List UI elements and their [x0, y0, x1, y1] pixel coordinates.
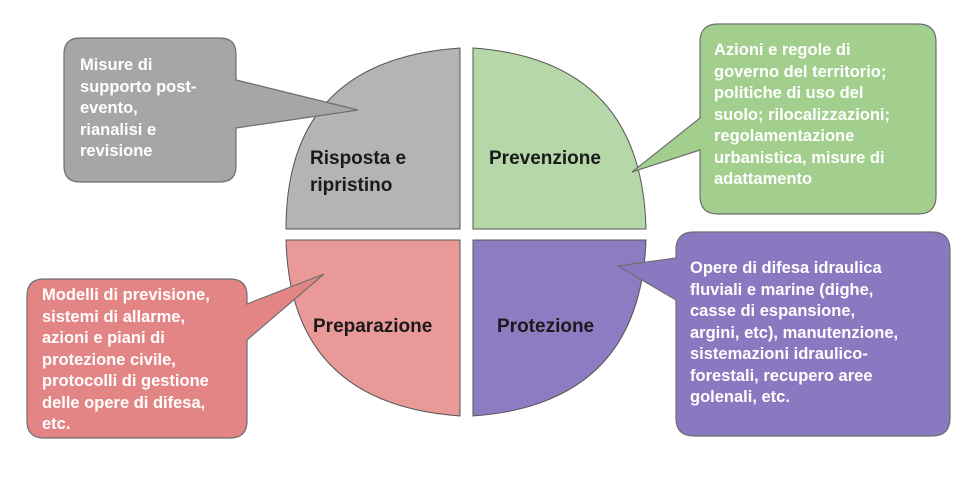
callout-text-prevention: Azioni e regole di governo del territori…	[714, 40, 890, 191]
callout-text-line: regolamentazione	[714, 127, 855, 145]
quadrant-preparation	[285, 239, 461, 417]
callout-text-line: Opere di difesa idraulica	[690, 259, 882, 277]
callout-text-line: Misure di	[80, 56, 153, 74]
callout-text-line: etc.	[42, 415, 71, 433]
callout-text-line: governo del territorio;	[714, 62, 887, 81]
callout-text-line: golenali, etc.	[690, 388, 790, 406]
callout-text-line: rianalisi e	[80, 120, 157, 139]
callout-bubble-preparation	[26, 273, 325, 439]
quadrant-label-preparation: Preparazione	[313, 316, 433, 337]
quadrant-label-response: Risposta e ripristino	[310, 145, 430, 199]
callout-text-line: argini, etc), manutenzione,	[690, 323, 899, 342]
callout-bubble-protection	[616, 231, 951, 437]
callout-text-line: casse di espansione,	[690, 302, 856, 320]
callout-text-line: protezione civile,	[42, 350, 176, 369]
quadrant-prevention	[472, 47, 647, 230]
callout-text-preparation: Modelli di previsione, sistemi di allarm…	[42, 285, 210, 436]
quadrant-response	[285, 47, 461, 230]
callout-text-line: urbanistica, misure di	[714, 148, 885, 167]
callout-text-line: Azioni e regole di	[714, 41, 851, 59]
callout-text-line: revisione	[80, 142, 153, 160]
callout-text-line: politiche di uso del	[714, 84, 864, 102]
quadrant-label-protection: Protezione	[497, 316, 595, 337]
callout-text-line: evento,	[80, 99, 138, 117]
callout-text-line: suolo; rilocalizzazioni;	[714, 105, 891, 124]
callout-text-line: supporto post-	[80, 77, 197, 96]
callout-bubble-response	[63, 37, 359, 183]
callout-text-line: forestali, recupero aree	[690, 366, 873, 385]
quadrant-label-prevention: Prevenzione	[489, 148, 601, 169]
callout-text-line: fluviali e marine (dighe,	[690, 280, 874, 299]
callout-text-line: Modelli di previsione,	[42, 286, 210, 304]
quadrant-label-response-line1: Risposta e	[310, 148, 407, 169]
callout-text-line: sistemi di allarme,	[42, 307, 186, 326]
quadrant-label-response-line2: ripristino	[310, 175, 393, 196]
callout-text-line: sistemazioni idraulico-	[690, 345, 868, 363]
callout-bubble-prevention	[631, 23, 937, 215]
callout-text-line: delle opere di difesa,	[42, 393, 206, 412]
callout-text-line: azioni e piani di	[42, 329, 165, 347]
callout-text-protection: Opere di difesa idraulica fluviali e mar…	[690, 258, 898, 409]
callout-text-response: Misure di supporto post- evento, rianali…	[80, 55, 196, 163]
callout-text-line: adattamento	[714, 170, 813, 188]
callout-text-line: protocolli di gestione	[42, 372, 209, 390]
